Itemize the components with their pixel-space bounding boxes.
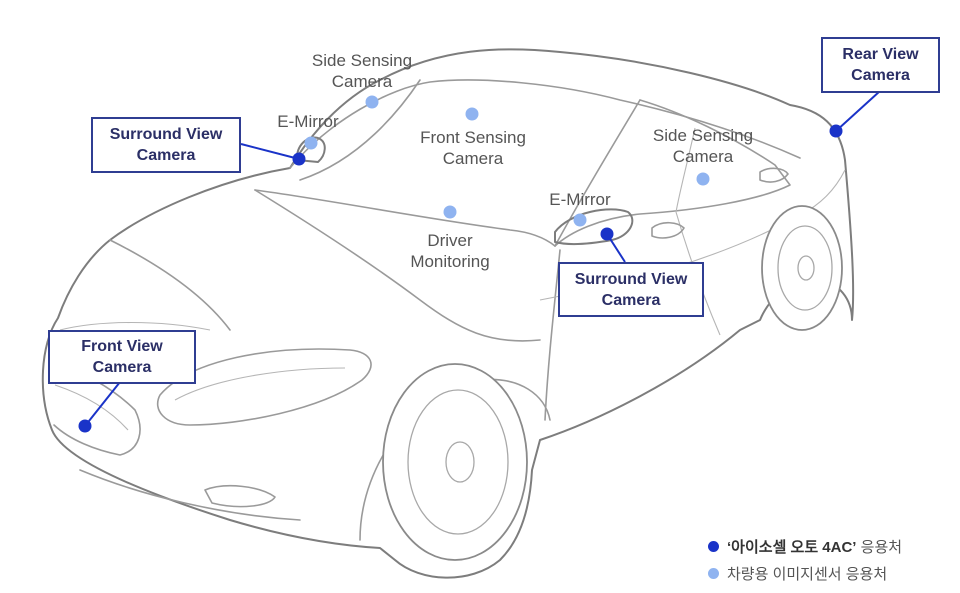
box-surround-view-right: Surround View Camera xyxy=(558,262,704,317)
window-frame xyxy=(554,99,791,247)
legend-dot-secondary xyxy=(708,568,719,579)
box-front-view-line2: Camera xyxy=(92,359,152,376)
label-front-sensing-line1: Front Sensing xyxy=(420,128,526,147)
headlight-inner xyxy=(174,367,346,401)
roof-line xyxy=(289,79,801,169)
label-side-sensing-door: Side Sensing Camera xyxy=(642,125,764,167)
car-body-outline xyxy=(41,48,855,579)
door-handle-front xyxy=(651,221,685,239)
legend-secondary-text: 차량용 이미지센서 응용처 xyxy=(727,566,888,583)
front-hub xyxy=(445,441,475,483)
grille-mesh xyxy=(54,384,129,431)
marker-side-sensing-roof xyxy=(365,95,379,109)
left-mirror xyxy=(295,136,326,163)
rear-hub xyxy=(797,255,815,281)
label-driver-monitoring: Driver Monitoring xyxy=(396,230,504,272)
box-surround-view-left: Surround View Camera xyxy=(91,117,241,173)
marker-surround-left xyxy=(292,152,306,166)
label-emirror-right: E-Mirror xyxy=(540,189,620,210)
leader-rear-view xyxy=(835,90,881,132)
legend-primary-suffix: 응용처 xyxy=(856,539,903,556)
label-front-sensing-line2: Camera xyxy=(442,149,504,168)
label-driver-monitoring-line2: Monitoring xyxy=(410,252,490,271)
headlight xyxy=(156,348,372,426)
box-surround-left-line1: Surround View xyxy=(109,126,223,143)
hood-crease-center xyxy=(254,189,541,342)
leader-front-view xyxy=(84,381,121,427)
leader-surround-left xyxy=(240,143,300,160)
marker-side-sensing-door xyxy=(696,172,710,186)
box-front-view-line1: Front View xyxy=(81,338,163,355)
label-side-sensing-roof-line2: Camera xyxy=(331,72,393,91)
box-rear-view-line1: Rear View xyxy=(842,46,919,63)
box-surround-left-line2: Camera xyxy=(136,147,196,164)
legend-primary-bold: ‘아이소셀 오토 4AC’ xyxy=(727,539,857,556)
label-emirror-right-text: E-Mirror xyxy=(549,190,611,209)
label-side-sensing-door-line2: Camera xyxy=(672,147,734,166)
windshield-pillar xyxy=(299,79,421,181)
fog-light xyxy=(204,485,276,508)
door-handle-rear xyxy=(759,167,789,183)
a-pillar-right xyxy=(554,99,641,247)
label-side-sensing-roof: Side Sensing Camera xyxy=(302,50,422,92)
box-surround-right-line1: Surround View xyxy=(574,270,688,288)
marker-emirror-left xyxy=(304,136,318,150)
lower-intake xyxy=(79,469,301,521)
door-pillar xyxy=(675,127,696,213)
windshield-base xyxy=(254,189,556,247)
right-mirror xyxy=(554,208,634,246)
marker-front-sensing xyxy=(465,107,479,121)
label-emirror-left: E-Mirror xyxy=(268,111,348,132)
hood-crease-left xyxy=(109,239,231,331)
box-surround-right-line2: Camera xyxy=(601,291,661,309)
legend-dot-primary xyxy=(708,541,719,552)
label-side-sensing-roof-line1: Side Sensing xyxy=(311,51,413,70)
marker-driver-monitoring xyxy=(443,205,457,219)
label-side-sensing-door-line1: Side Sensing xyxy=(652,126,754,145)
marker-surround-right xyxy=(600,227,614,241)
marker-rear-view xyxy=(829,124,843,138)
bumper-line xyxy=(59,321,211,331)
legend-item-secondary: 차량용 이미지센서 응용처 xyxy=(708,563,887,584)
legend-item-primary: ‘아이소셀 오토 4AC’ 응용처 xyxy=(708,536,902,557)
label-driver-monitoring-line1: Driver xyxy=(427,231,473,250)
label-emirror-left-text: E-Mirror xyxy=(277,112,339,131)
marker-front-view xyxy=(78,419,92,433)
box-front-view-camera: Front View Camera xyxy=(48,330,196,384)
box-rear-view-camera: Rear View Camera xyxy=(821,37,940,93)
box-rear-view-line2: Camera xyxy=(851,67,910,84)
marker-emirror-right xyxy=(573,213,587,227)
label-front-sensing: Front Sensing Camera xyxy=(408,127,538,169)
